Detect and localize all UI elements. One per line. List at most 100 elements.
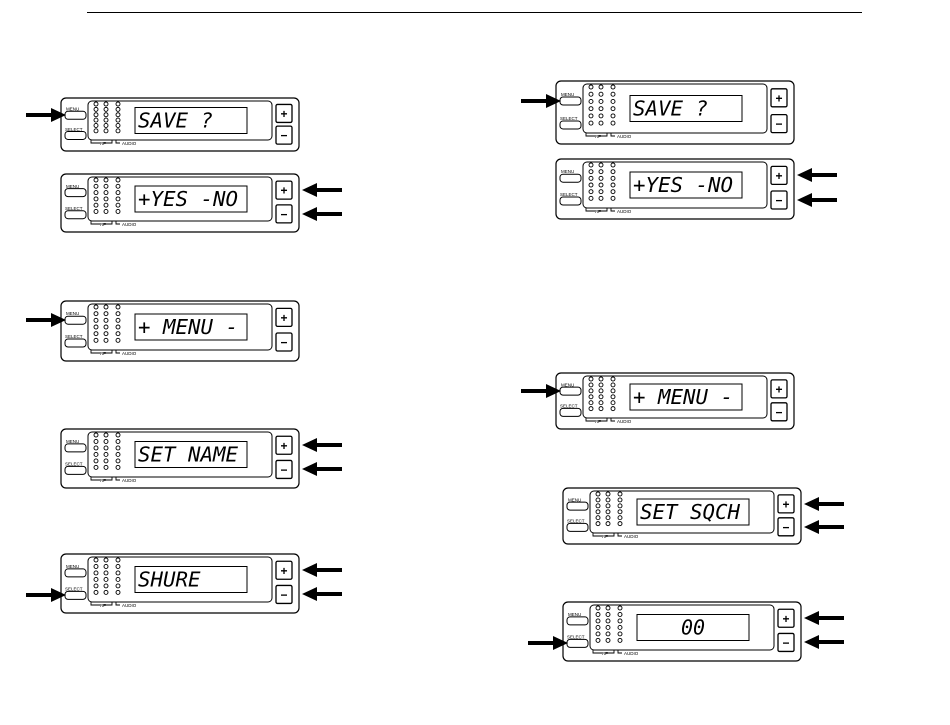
meter-led xyxy=(115,311,121,317)
meter-led xyxy=(588,400,594,406)
menu-button[interactable] xyxy=(64,188,87,198)
minus-button[interactable] xyxy=(770,190,788,210)
meter-led xyxy=(103,337,109,343)
plus-button[interactable] xyxy=(275,307,293,328)
lcd-display xyxy=(134,441,248,468)
select-button[interactable] xyxy=(566,522,589,532)
plus-button[interactable] xyxy=(777,494,795,514)
meter-led xyxy=(610,182,616,188)
meter-led xyxy=(115,589,121,595)
meter-led xyxy=(617,509,623,515)
rf-label: RF xyxy=(602,651,608,656)
menu-label: MENU xyxy=(66,107,79,112)
minus-button[interactable] xyxy=(777,632,795,653)
meter-led xyxy=(617,521,623,527)
plus-button[interactable] xyxy=(275,103,293,124)
minus-button[interactable] xyxy=(275,332,293,352)
meter-led xyxy=(115,196,121,202)
rf-audio-meter-leds xyxy=(93,101,121,134)
select-button[interactable] xyxy=(566,638,589,648)
plus-pointer-arrow-icon xyxy=(302,437,342,453)
menu-button[interactable] xyxy=(559,173,582,183)
meter-bracket xyxy=(90,140,120,144)
select-button[interactable] xyxy=(64,130,87,140)
menu-button[interactable] xyxy=(566,616,589,626)
meter-led xyxy=(103,557,109,563)
plus-button[interactable] xyxy=(770,165,788,186)
lcd-display xyxy=(636,614,750,641)
minus-button[interactable] xyxy=(275,584,293,605)
menu-label: MENU xyxy=(568,612,581,617)
select-label: SELECT xyxy=(65,461,83,466)
meter-led xyxy=(103,439,109,444)
meter-led xyxy=(103,117,109,123)
meter-led xyxy=(103,106,109,112)
select-button[interactable] xyxy=(64,590,87,600)
minus-pointer-arrow-icon xyxy=(804,634,844,650)
plus-button[interactable] xyxy=(275,180,293,200)
select-label: SELECT xyxy=(567,634,585,639)
minus-button[interactable] xyxy=(275,204,293,224)
minus-button[interactable] xyxy=(770,402,788,422)
lcd-text: SHURE xyxy=(138,568,201,592)
lcd-display xyxy=(629,171,743,199)
plus-button[interactable] xyxy=(275,560,293,580)
minus-pointer-arrow-icon xyxy=(302,461,342,477)
minus-button[interactable] xyxy=(770,114,788,134)
menu-button[interactable] xyxy=(64,315,87,325)
menu-button[interactable] xyxy=(64,443,87,453)
meter-led xyxy=(103,304,109,310)
minus-button[interactable] xyxy=(275,459,293,480)
select-label: SELECT xyxy=(65,586,83,591)
meter-led xyxy=(115,304,121,310)
menu-button[interactable] xyxy=(559,386,582,396)
meter-bracket xyxy=(90,602,120,606)
rf-audio-meter-leds xyxy=(93,432,121,470)
meter-led xyxy=(115,324,121,330)
minus-button[interactable] xyxy=(275,125,293,145)
meter-led xyxy=(595,624,601,630)
meter-bracket xyxy=(90,350,120,354)
select-label: SELECT xyxy=(65,206,83,211)
meter-led xyxy=(617,515,623,521)
menu-button[interactable] xyxy=(64,110,87,120)
select-button[interactable] xyxy=(64,338,87,348)
menu-button[interactable] xyxy=(64,568,87,578)
meter-led xyxy=(103,101,109,107)
meter-bracket xyxy=(585,133,615,137)
meter-led xyxy=(598,175,604,181)
meter-led xyxy=(617,624,623,630)
menu-button[interactable] xyxy=(566,501,589,511)
select-button[interactable] xyxy=(64,465,87,475)
select-button[interactable] xyxy=(559,196,582,206)
plus-button[interactable] xyxy=(770,88,788,108)
meter-led xyxy=(93,589,99,595)
meter-led xyxy=(103,128,109,134)
select-button[interactable] xyxy=(559,407,582,417)
lcd-text: +YES -NO xyxy=(138,187,238,211)
meter-led xyxy=(595,497,601,503)
meter-led xyxy=(588,406,594,412)
plus-button[interactable] xyxy=(275,435,293,455)
meter-led xyxy=(103,570,109,576)
plus-pointer-arrow-icon xyxy=(804,496,844,512)
menu-pointer-arrow-icon xyxy=(26,107,66,123)
plus-button[interactable] xyxy=(777,608,795,628)
meter-led xyxy=(103,583,109,589)
menu-button[interactable] xyxy=(559,96,582,106)
minus-button[interactable] xyxy=(777,517,795,537)
select-button[interactable] xyxy=(64,210,87,220)
meter-led xyxy=(103,209,109,214)
select-button[interactable] xyxy=(559,120,582,130)
meter-led xyxy=(93,209,99,214)
plus-button[interactable] xyxy=(770,379,788,399)
meter-led xyxy=(93,196,99,202)
